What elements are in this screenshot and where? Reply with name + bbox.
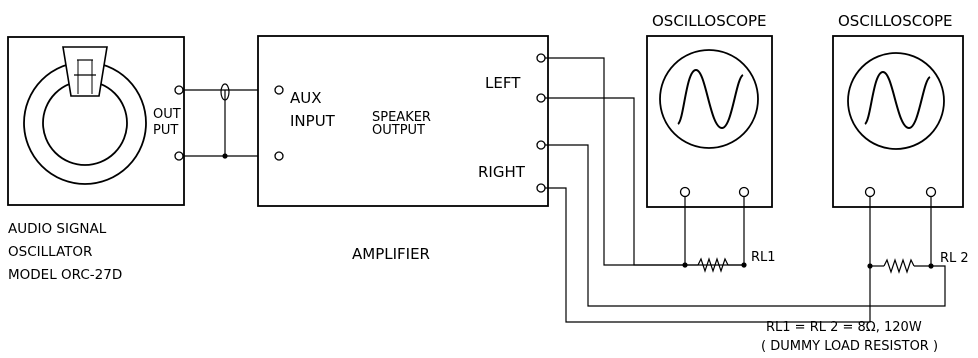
oscilloscope-1-screen (659, 49, 759, 149)
left-channel-wiring: RL1 (545, 57, 776, 273)
out-label: OUT (153, 107, 181, 122)
oscilloscope-1-probe-terminal-b (738, 186, 750, 198)
left-channel-label: LEFT (485, 74, 521, 92)
aux-input-terminal-top (274, 85, 284, 95)
oscilloscope-2-probe-terminal-b (925, 186, 937, 198)
oscilloscope-2: OSCILLOSCOPE (832, 12, 964, 208)
oscilloscope-1-sine-wave-icon (677, 68, 744, 130)
oscilloscope-1-title: OSCILLOSCOPE (652, 12, 767, 30)
right-terminal-negative (536, 183, 546, 193)
oscillator-output-terminal-top (174, 85, 184, 95)
amplifier: AUX INPUT SPEAKER OUTPUT LEFT RIGHT AMPL… (257, 35, 549, 263)
amplifier-box (257, 35, 549, 207)
oscilloscope-2-probe-terminal-a (864, 186, 876, 198)
speaker-label: SPEAKER (372, 110, 431, 125)
oscillator-knob-icon (62, 46, 108, 97)
oscillator-output-terminal-bottom (174, 151, 184, 161)
oscillator-caption-line-2: OSCILLATOR (8, 244, 92, 260)
output-label: OUTPUT (372, 123, 425, 138)
rl1-label: RL1 (751, 250, 776, 265)
oscilloscope-1-box (646, 35, 773, 208)
amplifier-caption: AMPLIFIER (352, 245, 430, 263)
shield-loop-icon (220, 83, 230, 101)
input-label: INPUT (290, 112, 336, 130)
right-channel-wiring: RL 2 (545, 144, 969, 323)
resistor-spec-note: RL1 = RL 2 = 8Ω, 120W (766, 320, 922, 335)
right-channel-label: RIGHT (478, 163, 526, 181)
aux-input-terminal-bottom (274, 151, 284, 161)
rl2-resistor-icon (870, 258, 931, 274)
audio-signal-oscillator: OUT PUT AUDIO SIGNAL OSCILLATOR MODEL OR… (7, 36, 185, 283)
oscilloscope-1: OSCILLOSCOPE (646, 12, 773, 208)
dummy-load-note: ( DUMMY LOAD RESISTOR ) (761, 339, 938, 354)
oscilloscope-1-probe-terminal-a (679, 186, 691, 198)
put-label: PUT (153, 123, 178, 138)
oscilloscope-2-screen (847, 52, 945, 150)
left-terminal-positive (536, 53, 546, 63)
oscilloscope-2-sine-wave-icon (864, 70, 931, 130)
oscilloscope-2-box (832, 35, 964, 208)
right-terminal-positive (536, 140, 546, 150)
left-terminal-negative (536, 93, 546, 103)
oscilloscope-2-title: OSCILLOSCOPE (838, 12, 953, 30)
rl1-resistor-icon (685, 257, 744, 273)
oscillator-caption-line-1: AUDIO SIGNAL (8, 221, 107, 237)
rl2-label: RL 2 (940, 251, 969, 266)
oscillator-caption-line-3: MODEL ORC-27D (8, 267, 122, 283)
ground-junction (222, 153, 228, 159)
aux-label: AUX (290, 89, 322, 107)
